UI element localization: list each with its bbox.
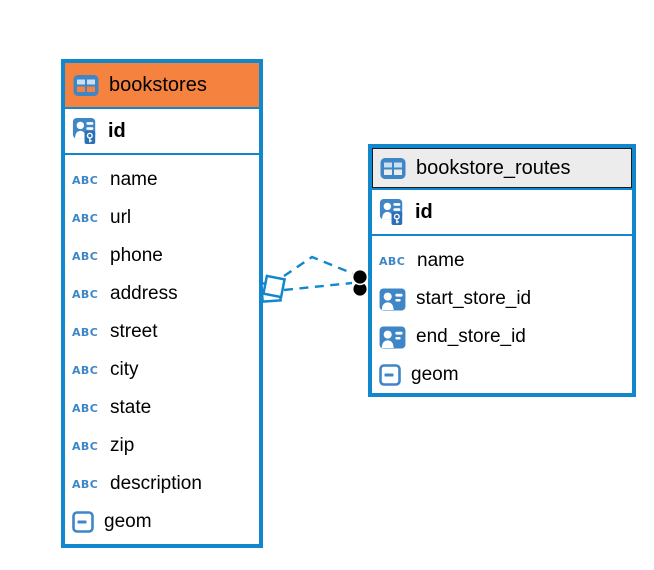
text-abc-icon: ABC (72, 439, 99, 453)
text-abc-icon: ABC (72, 401, 99, 415)
geometry-icon (72, 511, 94, 533)
column-name: street (110, 321, 158, 342)
column-name: phone (110, 245, 163, 266)
column-name: geom (104, 511, 152, 532)
column-row-pk[interactable]: id (372, 190, 632, 236)
column-row[interactable]: geom (372, 356, 632, 394)
column-row[interactable]: ABC description (65, 465, 259, 503)
column-name: zip (110, 435, 135, 456)
column-row[interactable]: geom (65, 503, 259, 541)
column-row[interactable]: ABC name (65, 161, 259, 199)
column-name: geom (411, 364, 459, 385)
column-list: ABC name ABC url ABC phone ABC address A… (65, 155, 259, 541)
column-name: id (108, 119, 126, 142)
primary-key-person-icon (379, 198, 405, 226)
text-abc-icon: ABC (72, 325, 99, 339)
column-row[interactable]: ABC city (65, 351, 259, 389)
table-title: bookstore_routes (416, 156, 571, 179)
column-name: address (110, 283, 178, 304)
column-row[interactable]: ABC street (65, 313, 259, 351)
relationship-endpoint-dot[interactable] (351, 268, 369, 286)
column-row-pk[interactable]: id (65, 109, 259, 155)
column-name: end_store_id (416, 326, 526, 347)
reference-person-icon (379, 326, 406, 349)
table-icon (380, 157, 406, 180)
column-name: name (110, 169, 158, 190)
column-row[interactable]: ABC address (65, 275, 259, 313)
primary-key-person-icon (72, 117, 98, 145)
text-abc-icon: ABC (72, 287, 99, 301)
relationship-line-2[interactable] (283, 281, 353, 292)
column-name: id (415, 200, 433, 223)
table-header-bookstores[interactable]: bookstores (65, 63, 259, 109)
text-abc-icon: ABC (72, 477, 99, 491)
text-abc-icon: ABC (72, 249, 99, 263)
reference-person-icon (379, 288, 406, 311)
column-row[interactable]: ABC name (372, 242, 632, 280)
geometry-icon (379, 364, 401, 386)
text-abc-icon: ABC (72, 363, 99, 377)
column-name: state (110, 397, 152, 418)
column-name: city (110, 359, 139, 380)
table-bookstore-routes[interactable]: bookstore_routes id ABC name start_store… (368, 144, 636, 397)
table-bookstores[interactable]: bookstores id ABC name ABC url ABC phone… (61, 59, 263, 548)
column-name: start_store_id (416, 288, 532, 309)
column-row[interactable]: ABC phone (65, 237, 259, 275)
column-row[interactable]: start_store_id (372, 280, 632, 318)
text-abc-icon: ABC (379, 254, 406, 268)
text-abc-icon: ABC (72, 173, 99, 187)
column-row[interactable]: ABC state (65, 389, 259, 427)
relationship-line-1[interactable] (283, 255, 355, 277)
relationship-source-marker[interactable] (260, 274, 287, 303)
table-title: bookstores (109, 73, 207, 96)
table-header-bookstore-routes[interactable]: bookstore_routes (372, 148, 632, 190)
column-name: url (110, 207, 132, 228)
text-abc-icon: ABC (72, 211, 99, 225)
column-name: name (417, 250, 465, 271)
column-row[interactable]: ABC url (65, 199, 259, 237)
table-icon (73, 74, 99, 97)
column-row[interactable]: ABC zip (65, 427, 259, 465)
column-row[interactable]: end_store_id (372, 318, 632, 356)
column-name: description (110, 473, 202, 494)
column-list: ABC name start_store_id end_store_id geo… (372, 236, 632, 394)
relationship-endpoint-dot[interactable] (353, 282, 367, 296)
